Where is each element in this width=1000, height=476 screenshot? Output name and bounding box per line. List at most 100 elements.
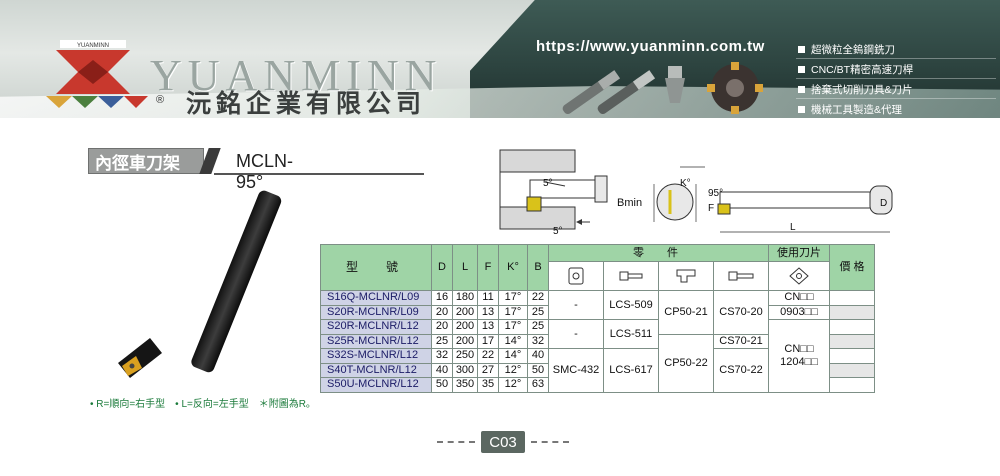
shim-icon-cell [548,261,604,291]
l-cell: 200 [452,304,478,320]
d-cell: 20 [431,319,453,335]
f-cell: 22 [477,348,499,364]
clamp-icon [676,269,696,283]
d-cell: 32 [431,348,453,364]
model-cell: S50U-MCLNR/L12 [320,377,432,393]
feature-item: 捨棄式切削刀具&刀片 [796,80,996,99]
clamp-screw-icon [728,271,754,281]
header-model: 型 號 [320,244,432,291]
header-price: 價 格 [829,244,875,291]
l-cell: 250 [452,348,478,364]
logo-wordmark: YUANMINN [150,51,443,100]
b-cell: 63 [527,377,549,393]
l-cell: 200 [452,333,478,349]
d-cell: 25 [431,333,453,349]
page-number-dash-right [531,441,569,443]
angle-95-label: 95° [708,188,724,199]
b-cell: 40 [527,348,549,364]
table-row: S50U-MCLNR/L12 50 350 35 12° 63 [320,377,875,393]
bmin-drawing [653,183,697,222]
clamp-cell: CP50-21 [658,290,714,335]
l-cell: 180 [452,290,478,306]
header-insert: 使用刀片 [768,244,830,262]
title-underline [214,173,424,175]
d-cell: 40 [431,362,453,378]
clamp-screw-cell: CS70-21 [713,333,769,349]
insert-cell: CN□□ 1204□□ [768,319,830,393]
angle-5-bottom-label: 5° [553,226,563,237]
insert-icon-cell [768,261,830,291]
insert-cell: CN□□ [768,290,830,306]
f-cell: 13 [477,304,499,320]
d-cell: 20 [431,304,453,320]
shim-cell: SMC-432 [548,348,604,393]
page-number: C03 [433,431,573,453]
header-k: K° [498,244,528,291]
logo-small-text: YUANMINN [77,43,109,49]
feature-label: 捨棄式切削刀具&刀片 [811,83,913,96]
dimension-diagram [499,149,893,233]
l-cell: 350 [452,377,478,393]
screw-icon-cell [603,261,659,291]
model-cell: S20R-MCLNR/L09 [320,304,432,320]
price-cell [829,319,875,335]
d-dimension-label: D [880,198,888,209]
d-cell: 50 [431,377,453,393]
model-cell: S40T-MCLNR/L12 [320,362,432,378]
clamp-cell: CP50-22 [658,333,714,393]
feature-item: CNC/BT精密高速刀桿 [796,60,996,79]
model-name: MCLN-95° [236,151,293,192]
k-cell: 12° [498,362,528,378]
k-cell: 17° [498,319,528,335]
insert-code-line: CN□□ [784,342,814,355]
insert-cell: 0903□□ [768,304,830,320]
table-row: S32S-MCLNR/L12 32 250 22 14° 40 SMC-432 … [320,348,875,393]
k-cell: 17° [498,304,528,320]
specification-table: 型 號 D L F K° B 零 件 使用刀片 價 格 S16Q-MCLNR/L… [320,244,875,393]
b-cell: 25 [527,319,549,335]
screw-cell: LCS-509 [603,290,659,320]
page-number-label: C03 [481,431,525,453]
clamp-icon-cell [658,261,714,291]
k-cell: 14° [498,348,528,364]
model-cell: S25R-MCLNR/L12 [320,333,432,349]
bullet-square-icon [798,85,805,93]
model-cell: S20R-MCLNR/L12 [320,319,432,335]
price-cell [829,290,875,306]
company-logo-icon: YUANMINN [46,40,148,108]
l-dimension-label: L [790,222,796,233]
b-cell: 22 [527,290,549,306]
angle-5-top-label: 5° [543,178,553,189]
clamp-screw-icon-cell [713,261,769,291]
product-photos-icon [562,62,763,115]
header-parts: 零 件 [548,244,769,262]
b-cell: 25 [527,304,549,320]
bullet-square-icon [798,45,805,53]
f-cell: 17 [477,333,499,349]
price-cell [829,333,875,349]
header-banner: YUANMINN YUANMINN ® 沅銘企業有限公司 https://www… [0,0,1000,118]
shim-cell: - [548,290,604,320]
registered-mark: ® [156,94,165,106]
feature-label: CNC/BT精密高速刀桿 [811,63,914,76]
price-cell [829,362,875,378]
page-number-dash-left [437,441,475,443]
f-dimension-label: F [708,203,715,214]
k-cell: 14° [498,333,528,349]
l-cell: 300 [452,362,478,378]
website-url[interactable]: https://www.yuanminn.com.tw [536,38,765,55]
f-cell: 13 [477,319,499,335]
header-l: L [452,244,478,291]
f-cell: 11 [477,290,499,306]
feature-item: 機械工具製造&代理 [796,100,996,118]
k-angle-label: K° [680,178,691,189]
price-cell [829,377,875,393]
table-row: S20R-MCLNR/L09 20 200 13 17° 25 0903□□ [320,304,875,320]
feature-label: 機械工具製造&代理 [811,103,903,116]
table-row: S40T-MCLNR/L12 40 300 27 12° 50 [320,362,875,378]
shim-icon [568,267,584,285]
b-cell: 32 [527,333,549,349]
header-f: F [477,244,499,291]
screw-cell: LCS-617 [603,348,659,393]
bullet-square-icon [798,105,805,113]
